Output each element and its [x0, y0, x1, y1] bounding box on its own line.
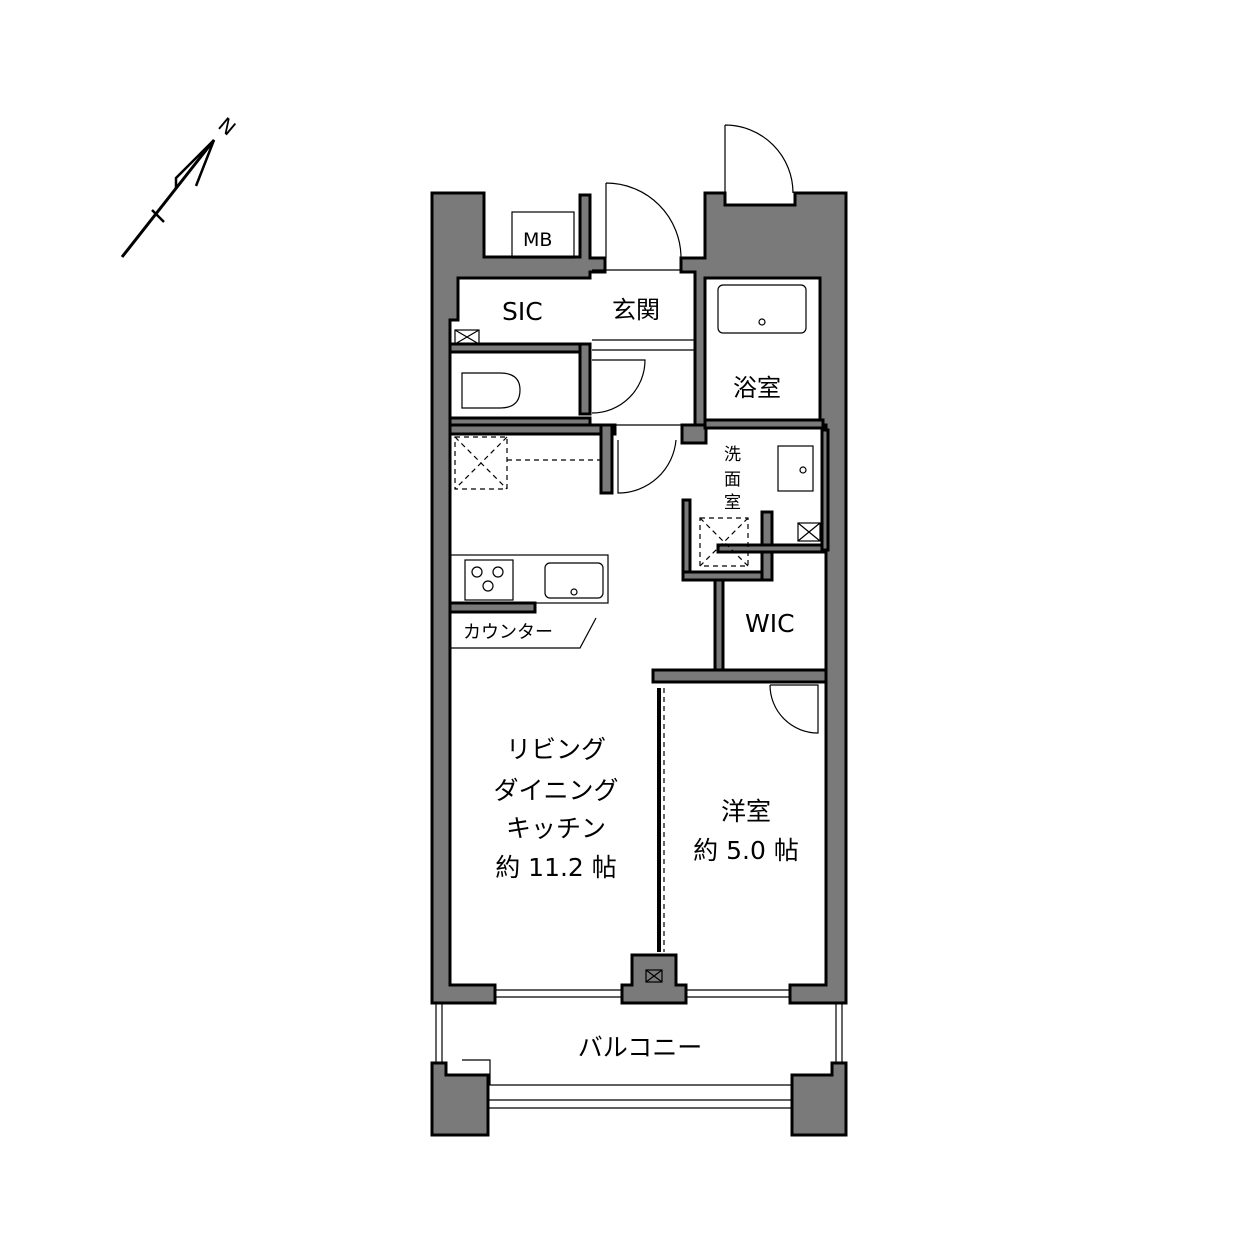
ldk-label-3: キッチン [506, 814, 606, 843]
washroom-label-3: 室 [724, 493, 741, 513]
washroom-label-1: 洗 [724, 445, 741, 465]
ldk-size: 約 11.2 帖 [495, 853, 617, 882]
mb-label: MB [523, 229, 552, 251]
wic-label: WIC [745, 609, 795, 638]
ldk-label-1: リビング [506, 735, 606, 764]
western-room-label: 洋室 [721, 797, 771, 826]
north-label: N [214, 112, 241, 140]
sic-label: SIC [502, 297, 543, 326]
balcony-label: バルコニー [578, 1033, 703, 1062]
walls [430, 191, 848, 1137]
fixtures [435, 124, 843, 1109]
entrance-label: 玄関 [612, 296, 660, 324]
bath-label: 浴室 [733, 374, 781, 402]
ldk-label-2: ダイニング [493, 776, 618, 805]
western-room-size: 約 5.0 帖 [693, 836, 799, 865]
washroom-label-2: 面 [724, 470, 741, 490]
north-arrow-icon: N [120, 112, 241, 258]
counter-label: カウンター [463, 622, 553, 643]
